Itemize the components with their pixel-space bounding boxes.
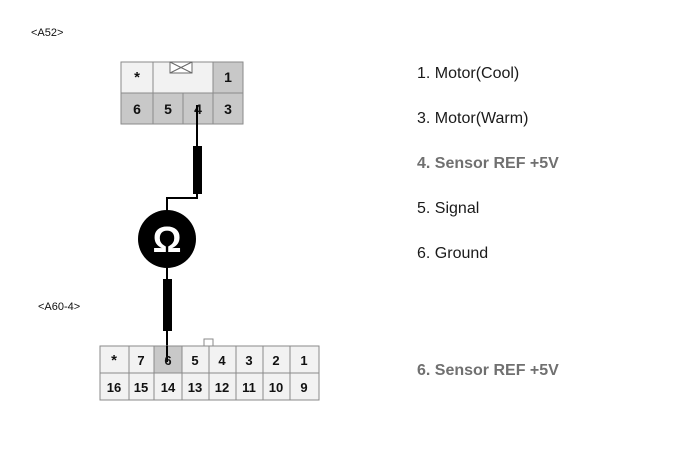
a60-pin-4: 4 (218, 353, 226, 368)
a60-cell-1 (289, 345, 320, 374)
connector-a60-4: * 7 6 5 4 3 2 1 16 15 14 13 12 11 10 9 (99, 338, 320, 401)
a52-pin-6: 6 (133, 101, 141, 117)
a60-pin-star: * (111, 352, 117, 369)
a52-cell-1 (212, 61, 244, 94)
a60-pin-15: 15 (134, 380, 148, 395)
a60-cell-12 (208, 372, 237, 401)
upper-wire (166, 105, 202, 213)
a52-lock-icon (169, 61, 193, 74)
a60-pin-6: 6 (164, 353, 171, 368)
a60-pin-13: 13 (188, 380, 202, 395)
a60-pin-12: 12 (215, 380, 229, 395)
a60-pin-14: 14 (161, 380, 176, 395)
ohm-symbol: Ω (153, 219, 182, 260)
a52-cell-3 (212, 92, 244, 125)
a60-pin-7: 7 (137, 353, 144, 368)
pin-desc-4: 4. Sensor REF +5V (417, 155, 559, 172)
a52-cell-6 (120, 92, 154, 125)
a52-cell-5 (152, 92, 184, 125)
a60-pin-16: 16 (107, 380, 121, 395)
a60-pin-1: 1 (300, 353, 307, 368)
a60-cell-9 (289, 372, 320, 401)
a52-pin-1: 1 (224, 69, 232, 85)
a60-cell-11 (235, 372, 264, 401)
ohm-sensor-icon: Ω (138, 210, 196, 268)
connector-a52-label: <A52> (31, 27, 64, 39)
connector-a52: * 1 6 5 4 3 (120, 61, 244, 125)
pin-desc-5: 5. Signal (417, 200, 480, 217)
a60-pin-9: 9 (300, 380, 307, 395)
a60-cell-7 (128, 345, 155, 374)
pin-desc-3: 3. Motor(Warm) (417, 110, 529, 127)
pin-desc-1: 1. Motor(Cool) (417, 65, 520, 82)
connector-a60-4-label: <A60-4> (38, 301, 81, 313)
a52-pin-4: 4 (194, 101, 202, 117)
a60-pin-5: 5 (191, 353, 198, 368)
a60-cell-16 (99, 372, 130, 401)
a60-pin-2: 2 (272, 353, 279, 368)
a60-pin-11: 11 (242, 380, 256, 395)
a60-cell-2 (262, 345, 291, 374)
a52-pin-3: 3 (224, 101, 232, 117)
a60-cell-5 (181, 345, 210, 374)
a52-pin-5: 5 (164, 101, 172, 117)
pin-desc-a60-6: 6. Sensor REF +5V (417, 362, 559, 379)
pin-desc-6: 6. Ground (417, 245, 489, 262)
a60-pin-10: 10 (269, 380, 283, 395)
a60-lock-icon (203, 338, 214, 347)
a60-pin-3: 3 (245, 353, 252, 368)
a52-pin-star: * (134, 69, 140, 86)
